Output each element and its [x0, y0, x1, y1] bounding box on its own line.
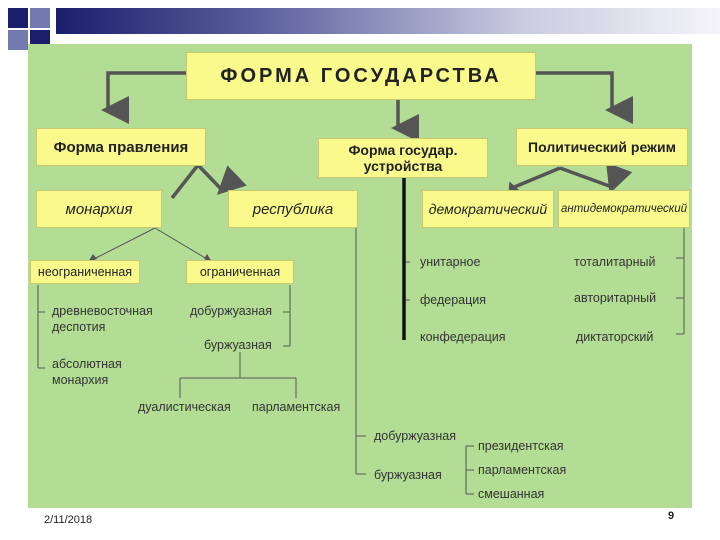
arrow-to-monarkhiya: [170, 163, 200, 200]
structure-item2: федерация: [420, 293, 487, 307]
monarkhiya-box: монархия: [36, 190, 162, 228]
bourgeois-monarchy-item2: парламентская: [252, 400, 341, 414]
ogranichennaya-box: ограниченная: [186, 260, 294, 284]
title-box: ФОРМА ГОСУДАРСТВА: [186, 52, 536, 100]
anti-regime-item1: тоталитарный: [574, 255, 656, 269]
deco-square: [30, 8, 50, 28]
line-to-ogranichennaya: [154, 227, 213, 263]
bracket-unlimited: [37, 285, 45, 369]
arrow-to-demokraticheskiy: [507, 166, 561, 213]
unlimited-item1-line2: деспотия: [52, 320, 106, 334]
header-bar: [56, 8, 720, 34]
line-to-neogranichennaya: [87, 227, 156, 263]
anti-regime-item3: диктаторский: [576, 330, 654, 344]
republic-item2: буржуазная: [374, 468, 442, 482]
bracket-anti-regimes: [676, 228, 685, 335]
unlimited-item2-line2: монархия: [52, 373, 109, 387]
structure-item3: конфедерация: [420, 330, 506, 344]
polit-rezhim-box: Политический режим: [516, 128, 688, 166]
republic-item1: добуржуазная: [374, 429, 456, 443]
limited-item1: добуржуазная: [190, 304, 272, 318]
arrow-to-respublika: [196, 163, 247, 195]
forma-ustroistva-line1: Форма государ.: [348, 142, 458, 158]
deco-square: [8, 8, 28, 28]
bracket-bourgeois-republic: [465, 445, 474, 495]
structure-item1: унитарное: [420, 255, 481, 269]
antidemokraticheskiy-box: антидемократический: [558, 190, 690, 228]
arrow-to-forma-pravleniya: [101, 71, 188, 124]
page-number: 9: [668, 510, 675, 522]
unlimited-item1-line1: древневосточная: [52, 304, 153, 318]
neogranichennaya-box: неограниченная: [30, 260, 140, 284]
arrow-to-antidemokraticheskiy: [559, 162, 633, 194]
forma-ustroistva-box: Форма государ. устройства: [318, 138, 488, 178]
deco-square: [8, 30, 28, 50]
arrow-to-polit-rezhim: [536, 71, 633, 124]
bracket-limited: [283, 285, 291, 347]
demokraticheskiy-box: демократический: [422, 190, 554, 228]
line-republic: [355, 228, 366, 475]
limited-item2: буржуазная: [204, 338, 272, 352]
bracket-bourgeois-monarchy: [179, 352, 297, 398]
forma-ustroistva-line2: устройства: [363, 158, 443, 174]
respublika-box: республика: [228, 190, 358, 228]
bourgeois-republic-item3: смешанная: [478, 487, 545, 501]
anti-regime-item2: авторитарный: [574, 291, 657, 305]
forma-pravleniya-box: Форма правления: [36, 128, 206, 166]
bourgeois-republic-item1: президентская: [478, 439, 564, 453]
bourgeois-republic-item2: парламентская: [478, 463, 567, 477]
footer-date: 2/11/2018: [44, 514, 93, 526]
bourgeois-monarchy-item1: дуалистическая: [138, 400, 231, 414]
unlimited-item2-line1: абсолютная: [52, 357, 122, 371]
